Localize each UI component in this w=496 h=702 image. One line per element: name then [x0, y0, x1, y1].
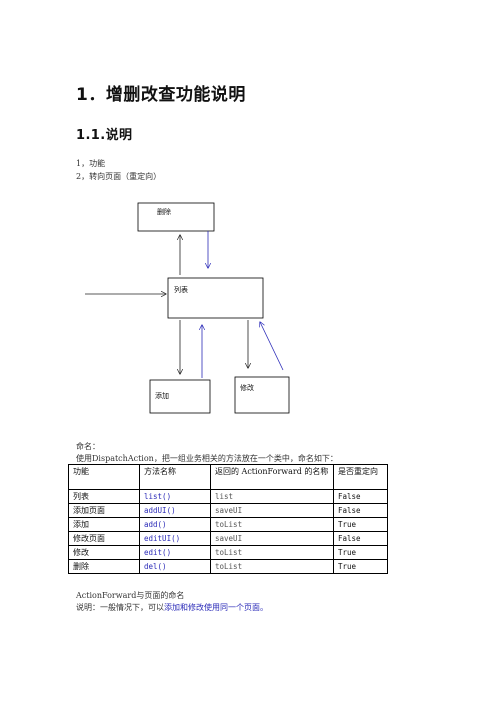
- footer-desc-highlight: 添加和修改使用同一个页面。: [164, 603, 268, 612]
- cell-redirect: False: [333, 503, 388, 518]
- add-box-label: 添加: [155, 391, 169, 400]
- cell-method: edit(): [139, 545, 211, 560]
- cell-function: 修改页面: [68, 531, 140, 546]
- flow-diagram: 删除 列表 添加 修改: [85, 202, 290, 414]
- naming-intro: 使用DispatchAction，把一组业务相关的方法放在一个类中，命名如下：: [76, 454, 338, 463]
- list-box-label: 列表: [174, 285, 188, 294]
- cell-redirect: False: [333, 531, 388, 546]
- table-row: 列表 list() list False: [68, 489, 388, 504]
- cell-method: del(): [139, 559, 211, 574]
- delete-box-label: 删除: [157, 207, 171, 216]
- table-row: 修改页面 editUI() saveUI False: [68, 531, 388, 546]
- footer-desc: 说明：一般情况下，可以添加和修改使用同一个页面。: [76, 602, 268, 613]
- cell-redirect: True: [333, 559, 388, 574]
- cell-forward: toList: [210, 545, 334, 560]
- cell-forward: saveUI: [210, 531, 334, 546]
- edit-box-label: 修改: [240, 383, 254, 392]
- table-row: 修改 edit() toList True: [68, 545, 388, 560]
- edit-box: [234, 376, 290, 414]
- cell-function: 修改: [68, 545, 140, 560]
- naming-label: 命名：: [76, 442, 100, 451]
- cell-forward: toList: [210, 517, 334, 532]
- edit-to-list-arrow: [260, 322, 284, 371]
- table-row: 添加页面 addUI() saveUI False: [68, 503, 388, 518]
- cell-method: editUI(): [139, 531, 211, 546]
- cell-function: 添加: [68, 517, 140, 532]
- table-row: 添加 add() toList True: [68, 517, 388, 532]
- cell-function: 删除: [68, 559, 140, 574]
- table-row: 删除 del() toList True: [68, 559, 388, 574]
- cell-redirect: True: [333, 517, 388, 532]
- cell-forward: saveUI: [210, 503, 334, 518]
- cell-forward: toList: [210, 559, 334, 574]
- header-forward: 返回的 ActionForward 的名称: [210, 464, 334, 490]
- table-header-row: 功能 方法名称 返回的 ActionForward 的名称 是否重定向: [68, 464, 388, 490]
- cell-redirect: True: [333, 545, 388, 560]
- delete-box: [137, 202, 215, 232]
- cell-method: add(): [139, 517, 211, 532]
- naming-table: 功能 方法名称 返回的 ActionForward 的名称 是否重定向 列表 l…: [68, 464, 388, 574]
- heading-2: 1.1.说明: [76, 128, 133, 143]
- cell-function: 列表: [68, 489, 140, 504]
- cell-redirect: False: [333, 489, 388, 504]
- header-redirect: 是否重定向: [333, 464, 388, 490]
- add-box: [149, 379, 211, 414]
- heading-1: 1．增删改查功能说明: [76, 85, 246, 105]
- header-function: 功能: [68, 464, 140, 490]
- list-item-function: 1，功能: [76, 159, 106, 168]
- footer-desc-prefix: 说明：一般情况下，可以: [76, 603, 164, 612]
- cell-function: 添加页面: [68, 503, 140, 518]
- cell-method: list(): [139, 489, 211, 504]
- cell-forward: list: [210, 489, 334, 504]
- footer-title: ActionForward与页面的命名: [76, 591, 185, 600]
- list-box: [167, 277, 264, 319]
- header-method: 方法名称: [139, 464, 211, 490]
- list-item-redirect: 2，转向页面（重定向）: [76, 172, 162, 181]
- cell-method: addUI(): [139, 503, 211, 518]
